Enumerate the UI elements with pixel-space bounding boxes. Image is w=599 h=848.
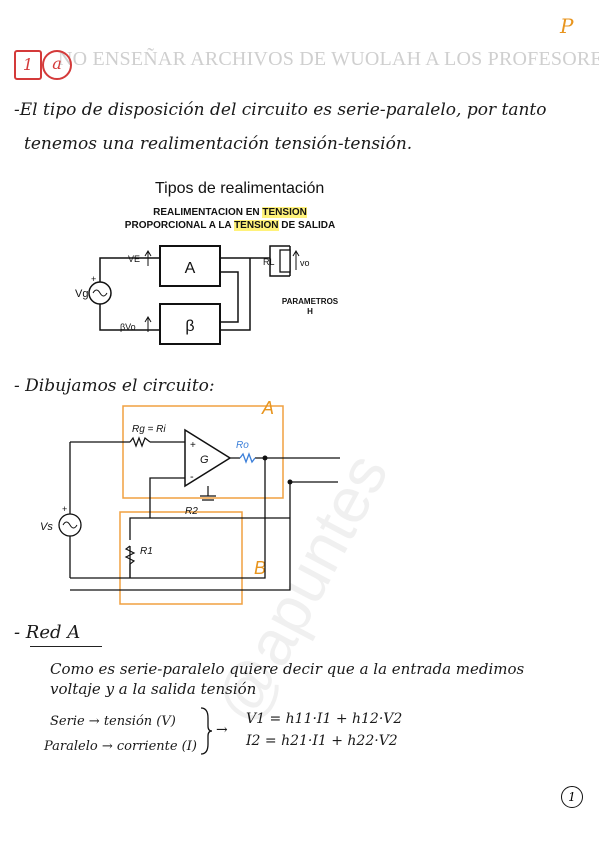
- block-a-label: A: [185, 260, 196, 277]
- amplifier-triangle: [184, 428, 232, 488]
- label-r2: R2: [185, 506, 198, 517]
- param-line-1: PARAMETROS: [282, 297, 339, 306]
- subtitle-part: REALIMENTACION EN: [153, 207, 263, 218]
- resistor-ro: [239, 452, 256, 464]
- label-rg: Rg = Ri: [132, 424, 166, 435]
- label-ve: VE: [128, 254, 140, 264]
- red-a-line-1: Como es serie-paralelo quiere decir que …: [50, 660, 525, 678]
- page-number: 1: [568, 790, 576, 804]
- label-vs: Vs: [40, 521, 53, 533]
- circuit-heading: - Dibujamos el circuito:: [14, 376, 215, 396]
- node: [262, 455, 268, 461]
- vs-plus: +: [62, 504, 67, 514]
- page-number-circle: 1: [561, 786, 583, 808]
- circuit-wires: [69, 441, 340, 591]
- label-rl: RL: [263, 257, 275, 267]
- block-a: [159, 245, 221, 287]
- block-beta-label: β: [185, 318, 194, 335]
- label-r1: R1: [140, 546, 153, 557]
- label-bvo: βVo: [120, 322, 136, 332]
- ground-symbol: [200, 486, 216, 501]
- figure-subtitle: REALIMENTACION EN TENSION PROPORCIONAL A…: [100, 206, 360, 232]
- label-vg: Vg: [75, 288, 88, 300]
- circuit-drawing: A B G + - Rg = Ri Ro R2 R1 Vs +: [40, 398, 340, 605]
- exercise-number: 1: [22, 55, 34, 74]
- plus-sign: +: [91, 274, 96, 284]
- network-b-label: B: [254, 558, 266, 578]
- arrow-ve: [144, 250, 152, 266]
- paralelo-line: Paralelo → corriente (I): [44, 739, 197, 754]
- figure-title: Tipos de realimentación: [155, 180, 325, 197]
- param-line-2: H: [307, 307, 313, 316]
- label-g: G: [200, 454, 209, 466]
- block-beta: [159, 303, 221, 345]
- plus-input: +: [190, 440, 196, 451]
- network-b-box: [119, 511, 243, 605]
- source-wave: [92, 289, 108, 297]
- feedback-diagram: A β + Vg VE βVo RL vo PARAMETROS H: [75, 245, 339, 345]
- exercise-number-box: 1: [14, 50, 42, 80]
- subtitle-part: PROPORCIONAL A LA: [124, 220, 235, 231]
- warning-banner: NO ENSEÑAR ARCHIVOS DE WUOLAH A LOS PROF…: [58, 48, 599, 70]
- exercise-letter: a: [52, 54, 62, 73]
- heading-underline: [30, 646, 102, 647]
- red-a-line-2: voltaje y a la salida tensión: [50, 680, 257, 698]
- subtitle-highlight: TENSION: [234, 220, 279, 231]
- source-vs-wave: [62, 521, 78, 529]
- subtitle-highlight: TENSION: [262, 207, 307, 218]
- resistor-rg: [129, 436, 151, 448]
- arrow-to-equations: →: [216, 722, 228, 738]
- intro-line-2: tenemos una realimentación tensión-tensi…: [24, 134, 413, 154]
- serie-line: Serie → tensión (V): [50, 714, 176, 729]
- intro-line-1: -El tipo de disposición del circuito es …: [14, 100, 547, 120]
- resistor-r1: [124, 545, 136, 578]
- label-ro: Ro: [236, 440, 249, 451]
- network-a-box: [122, 405, 284, 499]
- curly-brace: [200, 707, 213, 755]
- minus-input: -: [190, 471, 194, 483]
- red-a-heading: - Red A: [14, 622, 81, 643]
- label-vo: vo: [300, 258, 310, 268]
- subtitle-part: DE SALIDA: [278, 220, 336, 231]
- arrow-bvo: [144, 316, 152, 332]
- corner-mark: P: [560, 14, 574, 38]
- arrow-vo: [292, 250, 300, 270]
- exercise-letter-badge: a: [42, 50, 72, 80]
- network-a-label: A: [261, 398, 274, 418]
- diagram-wires: [99, 245, 291, 331]
- equation-2: I2 = h21·I1 + h22·V2: [246, 733, 398, 749]
- node: [287, 479, 293, 485]
- equation-1: V1 = h11·I1 + h12·V2: [246, 711, 403, 727]
- resistor-rl: [279, 249, 291, 273]
